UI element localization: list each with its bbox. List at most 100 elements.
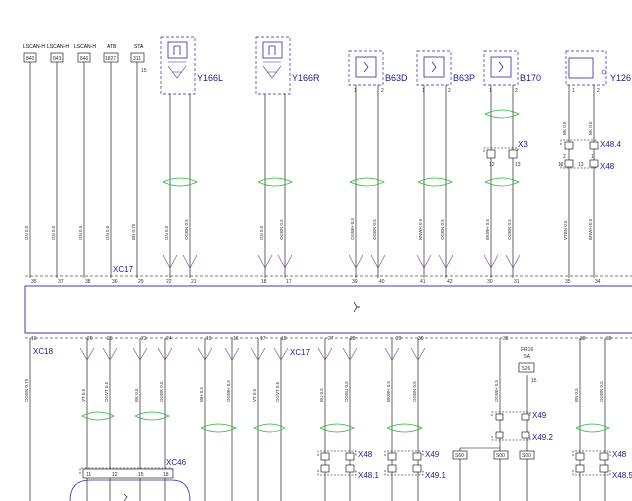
svg-text:1: 1 [572, 88, 575, 94]
svg-text:26: 26 [87, 336, 93, 342]
svg-text:38: 38 [606, 336, 612, 342]
connector-label: X49 [425, 450, 440, 459]
connector-x3: X3 12 13 [483, 140, 528, 168]
svg-text:28: 28 [350, 336, 356, 342]
top-wire-labels: GN 0.5 GN 0.5 GN 0.5 GN 0.5 BN 0.75 GN 0… [24, 217, 593, 240]
svg-text:16: 16 [31, 336, 37, 342]
svg-text:21: 21 [191, 279, 197, 285]
wire-label: OGBN 0.5 [599, 381, 604, 402]
svg-text:40: 40 [379, 279, 385, 285]
connector-label: XC46 [166, 458, 187, 467]
connector-x48-5: X48 X48.5 [572, 450, 632, 480]
svg-text:1: 1 [591, 154, 594, 160]
connector-label: XC18 [33, 347, 54, 356]
component-label: B170 [520, 73, 541, 83]
svg-text:12: 12 [112, 472, 118, 478]
connector-label: X48 [358, 450, 373, 459]
svg-text:526: 526 [522, 366, 531, 372]
wire-label: GN 0.5 [78, 225, 83, 240]
component-y166l: Y166L [160, 36, 223, 95]
wire-label: BN 0.75 [131, 223, 136, 240]
svg-text:S60: S60 [455, 453, 464, 459]
wire-label: GN 0.5 [105, 225, 110, 240]
connector-xc46: XC46 11 12 15 18 [69, 458, 191, 501]
svg-text:11: 11 [86, 472, 91, 478]
component-label: Y166L [197, 73, 223, 83]
svg-text:38: 38 [580, 336, 586, 342]
svg-text:36: 36 [503, 336, 509, 342]
svg-text:22: 22 [166, 279, 172, 285]
signal-label: ATB [107, 44, 117, 50]
svg-text:16: 16 [233, 336, 239, 342]
wire-label: GN 0.5 [164, 225, 169, 240]
wire-label: OGWH 0.5 [494, 379, 499, 402]
svg-text:30: 30 [487, 279, 493, 285]
svg-text:1: 1 [422, 88, 425, 94]
wire-label: WH 0.5 [199, 386, 204, 402]
svg-text:12: 12 [489, 162, 495, 168]
svg-text:35: 35 [565, 279, 571, 285]
svg-text:1: 1 [489, 88, 492, 94]
top-component-wires [169, 85, 595, 278]
signal-box-number: 843 [53, 56, 62, 62]
connector-label: X49.2 [532, 433, 553, 442]
connector-label: X49.1 [425, 471, 446, 480]
svg-text:18: 18 [163, 472, 169, 478]
svg-text:5A: 5A [524, 354, 531, 360]
twist-markers-bottom [81, 411, 610, 433]
connector-x48-4: X48.4 2 1 X48 12 13 [558, 139, 621, 171]
twist-markers-top [162, 109, 520, 187]
signal-box-number: 840 [26, 56, 35, 62]
svg-text:2: 2 [597, 88, 600, 94]
wire-label: VTBN 0.5 [563, 220, 568, 240]
svg-text:30: 30 [418, 336, 424, 342]
svg-text:17: 17 [286, 279, 292, 285]
wire-label: OGBU 0.5 [344, 381, 349, 402]
signal-box-number: 311 [133, 56, 141, 62]
svg-text:37: 37 [58, 279, 64, 285]
signal-label: LSCAN-H [23, 44, 45, 50]
svg-text:S00: S00 [496, 453, 505, 459]
wire-label: BNWH 0.5 [588, 218, 593, 240]
connector-label: XC17 [290, 348, 311, 357]
ecu-pins-bottom: 16 26 25 23 24 15 16 17 18 27 28 29 30 3… [31, 336, 612, 342]
pair-junction-top [162, 254, 521, 269]
svg-text:2: 2 [515, 88, 518, 94]
svg-text:27: 27 [328, 336, 334, 342]
wire-label: OGBN 0.75 [24, 378, 29, 402]
wire-label: OGBN 0.5 [279, 219, 284, 240]
svg-text:31: 31 [514, 279, 520, 285]
connector-label: X48.1 [358, 471, 379, 480]
connector-label: X48.4 [600, 140, 621, 149]
top-left-wires [29, 62, 138, 278]
component-y166r: Y166R [255, 36, 320, 95]
svg-text:24: 24 [166, 336, 172, 342]
signal-box [130, 52, 145, 63]
wire-label: BU 0.5 [319, 388, 324, 402]
wire-label: BNWH 0.5 [418, 218, 423, 240]
splice-boxes: S60 S00 S00 [452, 450, 535, 460]
wire-label: OGVT 0.5 [104, 381, 109, 402]
svg-text:13: 13 [578, 162, 584, 168]
ecu-pins-top: 35 37 38 36 29 22 21 18 17 39 40 41 42 3… [31, 279, 601, 285]
wire-label: OGBN 0.5 [440, 219, 445, 240]
connector-label: X48 [600, 162, 615, 171]
svg-text:23: 23 [141, 336, 147, 342]
svg-text:36: 36 [112, 279, 118, 285]
wire-label: OGBN 0.5 [184, 219, 189, 240]
bottom-wire-labels: OGBN 0.75 VT 0.5 OGVT 0.5 BK 0.5 OGBK 0.… [24, 378, 604, 402]
connector-label: XC17 [113, 265, 134, 274]
svg-text:2: 2 [563, 154, 566, 160]
component-label: Y166R [292, 73, 320, 83]
connector-label: X48 [612, 450, 627, 459]
signal-label: LSCAN-H [74, 44, 96, 50]
wire-label: OGVT 0.5 [275, 381, 280, 402]
connector-label: X49 [532, 411, 547, 420]
wire-label: OGWH 0.5 [350, 217, 355, 240]
svg-text:15: 15 [138, 472, 144, 478]
svg-text:29: 29 [138, 279, 144, 285]
fuse-fr16: FR16 5A 526 15 [518, 347, 537, 384]
svg-text:15: 15 [531, 378, 537, 384]
